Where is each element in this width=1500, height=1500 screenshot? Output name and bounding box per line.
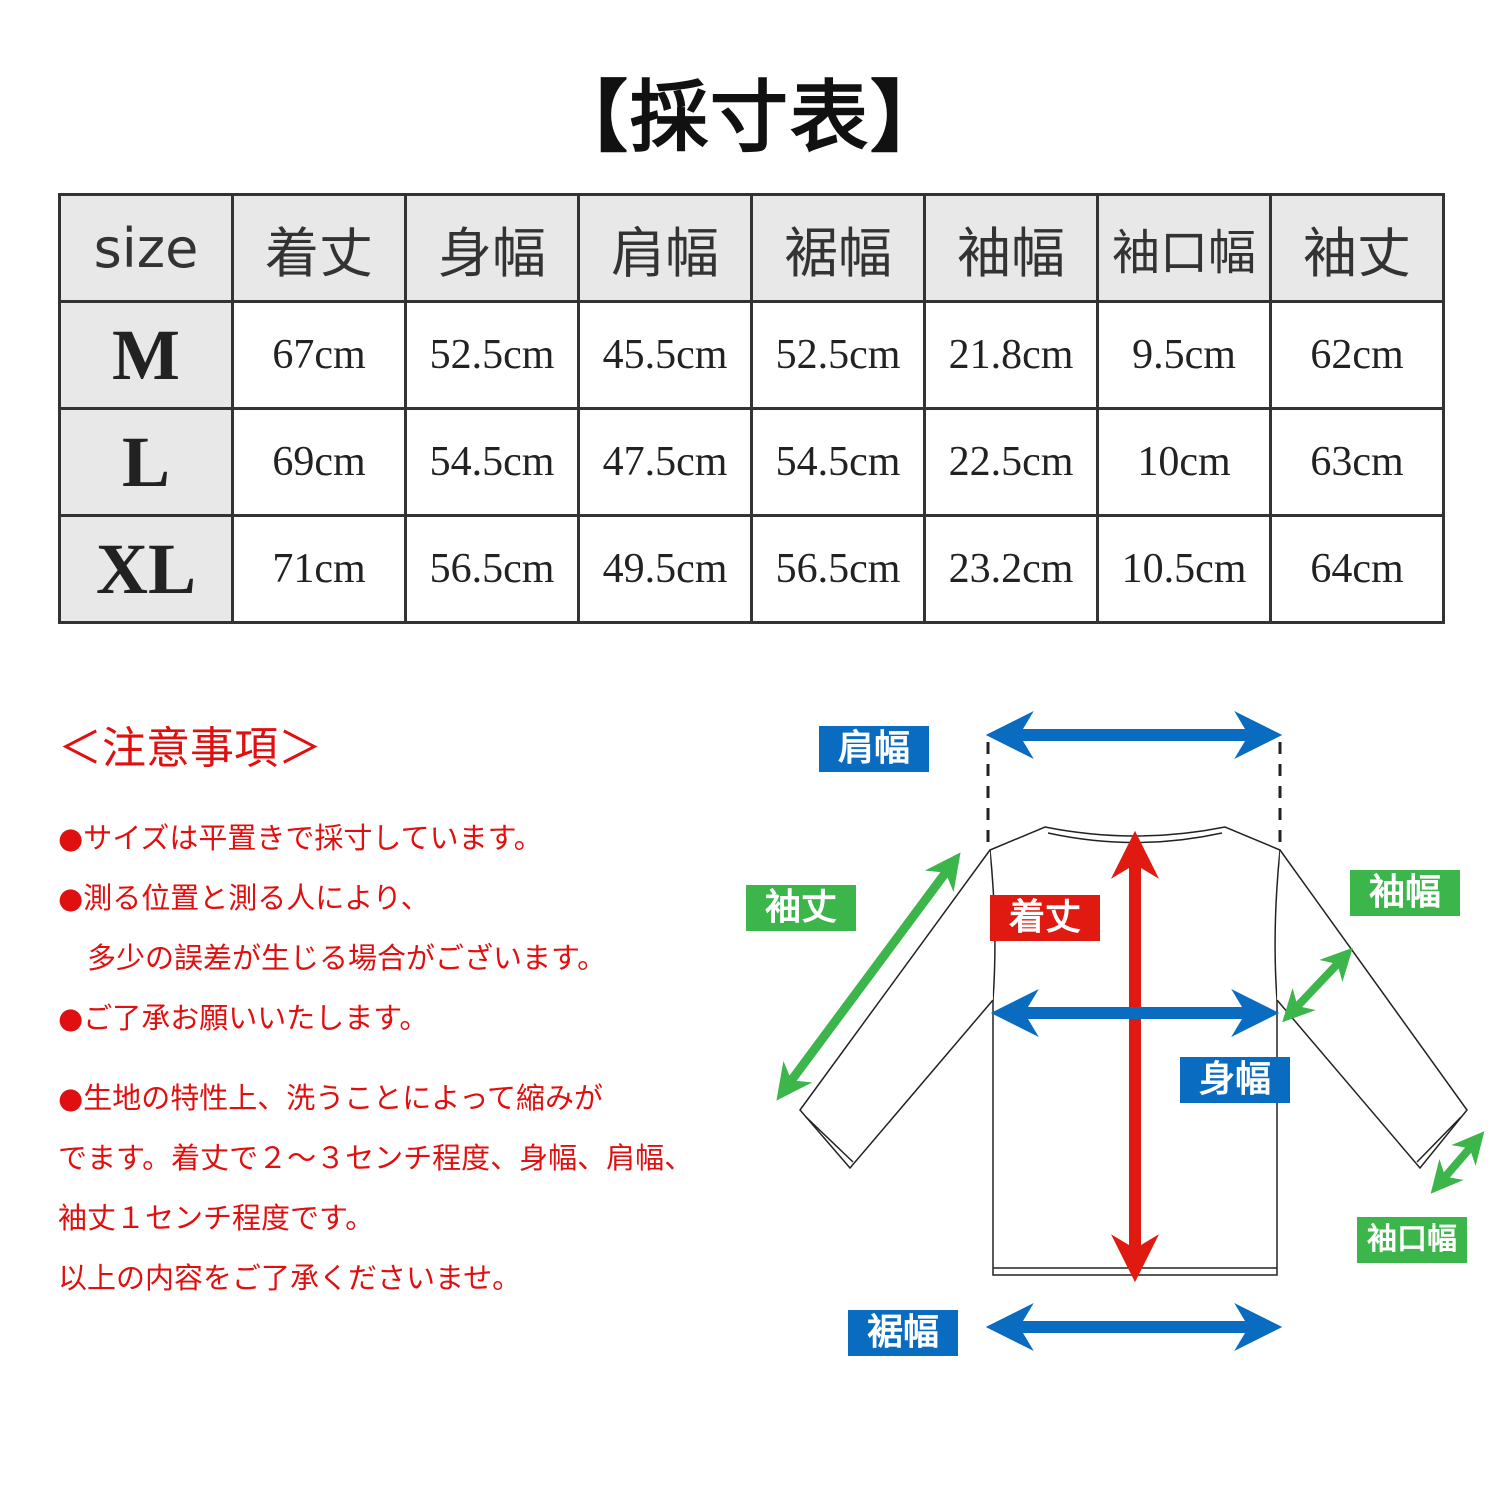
guide-lines bbox=[986, 742, 1282, 850]
note-line: ●生地の特性上、洗うことによって縮みが bbox=[58, 1081, 603, 1115]
value-cell: 52.5cm bbox=[404, 300, 580, 410]
header-shoulder: 肩幅 bbox=[577, 193, 753, 303]
table-row: L 69cm 54.5cm 47.5cm 54.5cm 22.5cm 10cm … bbox=[58, 407, 1445, 517]
table-row: M 67cm 52.5cm 45.5cm 52.5cm 21.8cm 9.5cm… bbox=[58, 300, 1445, 410]
size-chart-table: size 着丈 身幅 肩幅 裾幅 袖幅 袖口幅 袖丈 M 67cm 52.5cm… bbox=[58, 193, 1445, 624]
value-cell: 52.5cm bbox=[750, 300, 926, 410]
size-cell: L bbox=[58, 407, 234, 517]
cuff-width-arrow bbox=[1430, 1131, 1485, 1194]
sleeve-length-arrow bbox=[776, 852, 961, 1101]
value-cell: 69cm bbox=[231, 407, 407, 517]
value-cell: 64cm bbox=[1269, 514, 1445, 624]
value-cell: 56.5cm bbox=[404, 514, 580, 624]
sleeve-width-arrow bbox=[1282, 947, 1353, 1023]
note-line: ●サイズは平置きで採寸しています。 bbox=[58, 821, 543, 855]
value-cell: 10cm bbox=[1096, 407, 1272, 517]
value-cell: 67cm bbox=[231, 300, 407, 410]
note-line: 以上の内容をご了承くださいませ。 bbox=[58, 1261, 522, 1295]
table-row: XL 71cm 56.5cm 49.5cm 56.5cm 23.2cm 10.5… bbox=[58, 514, 1445, 624]
value-cell: 54.5cm bbox=[404, 407, 580, 517]
note-line: ●測る位置と測る人により、 bbox=[58, 881, 430, 915]
value-cell: 62cm bbox=[1269, 300, 1445, 410]
label-cuff-width: 袖口幅 bbox=[1357, 1217, 1467, 1263]
table-header-row: size 着丈 身幅 肩幅 裾幅 袖幅 袖口幅 袖丈 bbox=[58, 193, 1445, 303]
label-sleeve-width: 袖幅 bbox=[1350, 870, 1460, 916]
value-cell: 63cm bbox=[1269, 407, 1445, 517]
note-line: 多少の誤差が生じる場合がございます。 bbox=[58, 941, 607, 975]
label-shoulder: 肩幅 bbox=[819, 726, 929, 772]
header-sleeve-width: 袖幅 bbox=[923, 193, 1099, 303]
label-length: 着丈 bbox=[990, 895, 1100, 941]
value-cell: 47.5cm bbox=[577, 407, 753, 517]
note-line: でます。着丈で２～３センチ程度、身幅、肩幅、 bbox=[58, 1141, 694, 1175]
notes-heading: ＜注意事項＞ bbox=[58, 723, 322, 774]
page-title: 【採寸表】 bbox=[549, 73, 950, 163]
value-cell: 22.5cm bbox=[923, 407, 1099, 517]
header-length: 着丈 bbox=[231, 193, 407, 303]
header-body-width: 身幅 bbox=[404, 193, 580, 303]
label-body-width: 身幅 bbox=[1180, 1057, 1290, 1103]
value-cell: 9.5cm bbox=[1096, 300, 1272, 410]
header-hem: 裾幅 bbox=[750, 193, 926, 303]
value-cell: 10.5cm bbox=[1096, 514, 1272, 624]
header-sleeve-length: 袖丈 bbox=[1269, 193, 1445, 303]
value-cell: 56.5cm bbox=[750, 514, 926, 624]
value-cell: 49.5cm bbox=[577, 514, 753, 624]
value-cell: 71cm bbox=[231, 514, 407, 624]
label-sleeve-length: 袖丈 bbox=[746, 885, 856, 931]
header-size: size bbox=[58, 193, 234, 303]
size-cell: XL bbox=[58, 514, 234, 624]
note-line: 袖丈１センチ程度です。 bbox=[58, 1201, 375, 1235]
header-cuff: 袖口幅 bbox=[1096, 193, 1272, 303]
value-cell: 54.5cm bbox=[750, 407, 926, 517]
value-cell: 21.8cm bbox=[923, 300, 1099, 410]
value-cell: 45.5cm bbox=[577, 300, 753, 410]
label-hem-width: 裾幅 bbox=[848, 1310, 958, 1356]
value-cell: 23.2cm bbox=[923, 514, 1099, 624]
note-line: ●ご了承お願いいたします。 bbox=[58, 1001, 429, 1035]
size-cell: M bbox=[58, 300, 234, 410]
